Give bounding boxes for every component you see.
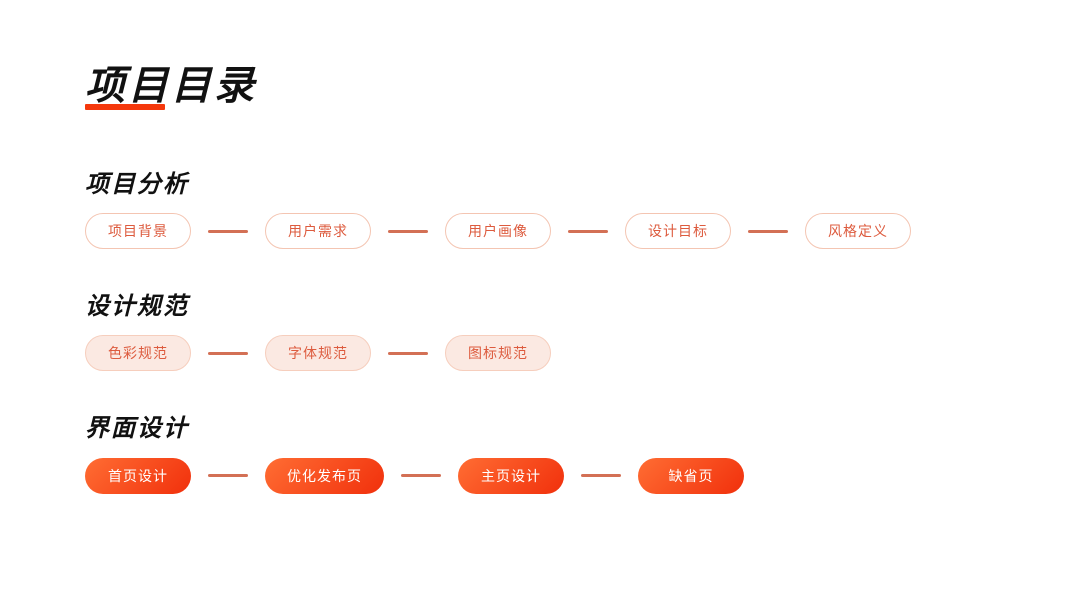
page-title: 项目目录 <box>85 64 257 108</box>
pill-user-needs: 用户需求 <box>265 213 371 250</box>
pill-default-page: 缺省页 <box>638 457 744 494</box>
pill-row: 首页设计 优化发布页 主页设计 缺省页 <box>85 457 1067 494</box>
pill-optimized-release-page: 优化发布页 <box>265 457 384 494</box>
pill-icon-specs: 图标规范 <box>445 335 551 372</box>
pill-row: 色彩规范 字体规范 图标规范 <box>85 335 1067 372</box>
connector-line <box>208 474 248 478</box>
section-ui-design: 界面设计 首页设计 优化发布页 主页设计 缺省页 <box>85 415 1067 494</box>
pill-homepage-design: 首页设计 <box>85 457 191 494</box>
connector-line <box>388 351 428 355</box>
pill-main-page-design: 主页设计 <box>458 457 564 494</box>
connector-line <box>388 229 428 233</box>
section-heading: 界面设计 <box>85 415 189 443</box>
pill-color-specs: 色彩规范 <box>85 335 191 372</box>
connector-line <box>401 474 441 478</box>
section-heading: 项目分析 <box>85 171 189 198</box>
connector-line <box>208 351 248 355</box>
title-underline <box>85 104 165 110</box>
connector-line <box>748 229 788 233</box>
section-project-analysis: 项目分析 项目背景 用户需求 用户画像 设计目标 风格定义 <box>85 171 1067 250</box>
pill-style-definition: 风格定义 <box>805 213 911 250</box>
pill-project-background: 项目背景 <box>85 213 191 250</box>
connector-line <box>581 474 621 478</box>
section-design-specs: 设计规范 色彩规范 字体规范 图标规范 <box>85 293 1067 372</box>
connector-line <box>568 229 608 233</box>
pill-row: 项目背景 用户需求 用户画像 设计目标 风格定义 <box>85 213 1067 250</box>
title-block: 项目目录 <box>85 64 1067 110</box>
pill-user-persona: 用户画像 <box>445 213 551 250</box>
toc-slide: 项目目录 项目分析 项目背景 用户需求 用户画像 设计目标 风格定义 设计规范 … <box>85 64 1067 494</box>
pill-design-goals: 设计目标 <box>625 213 731 250</box>
connector-line <box>208 229 248 233</box>
pill-font-specs: 字体规范 <box>265 335 371 372</box>
section-heading: 设计规范 <box>85 293 189 321</box>
